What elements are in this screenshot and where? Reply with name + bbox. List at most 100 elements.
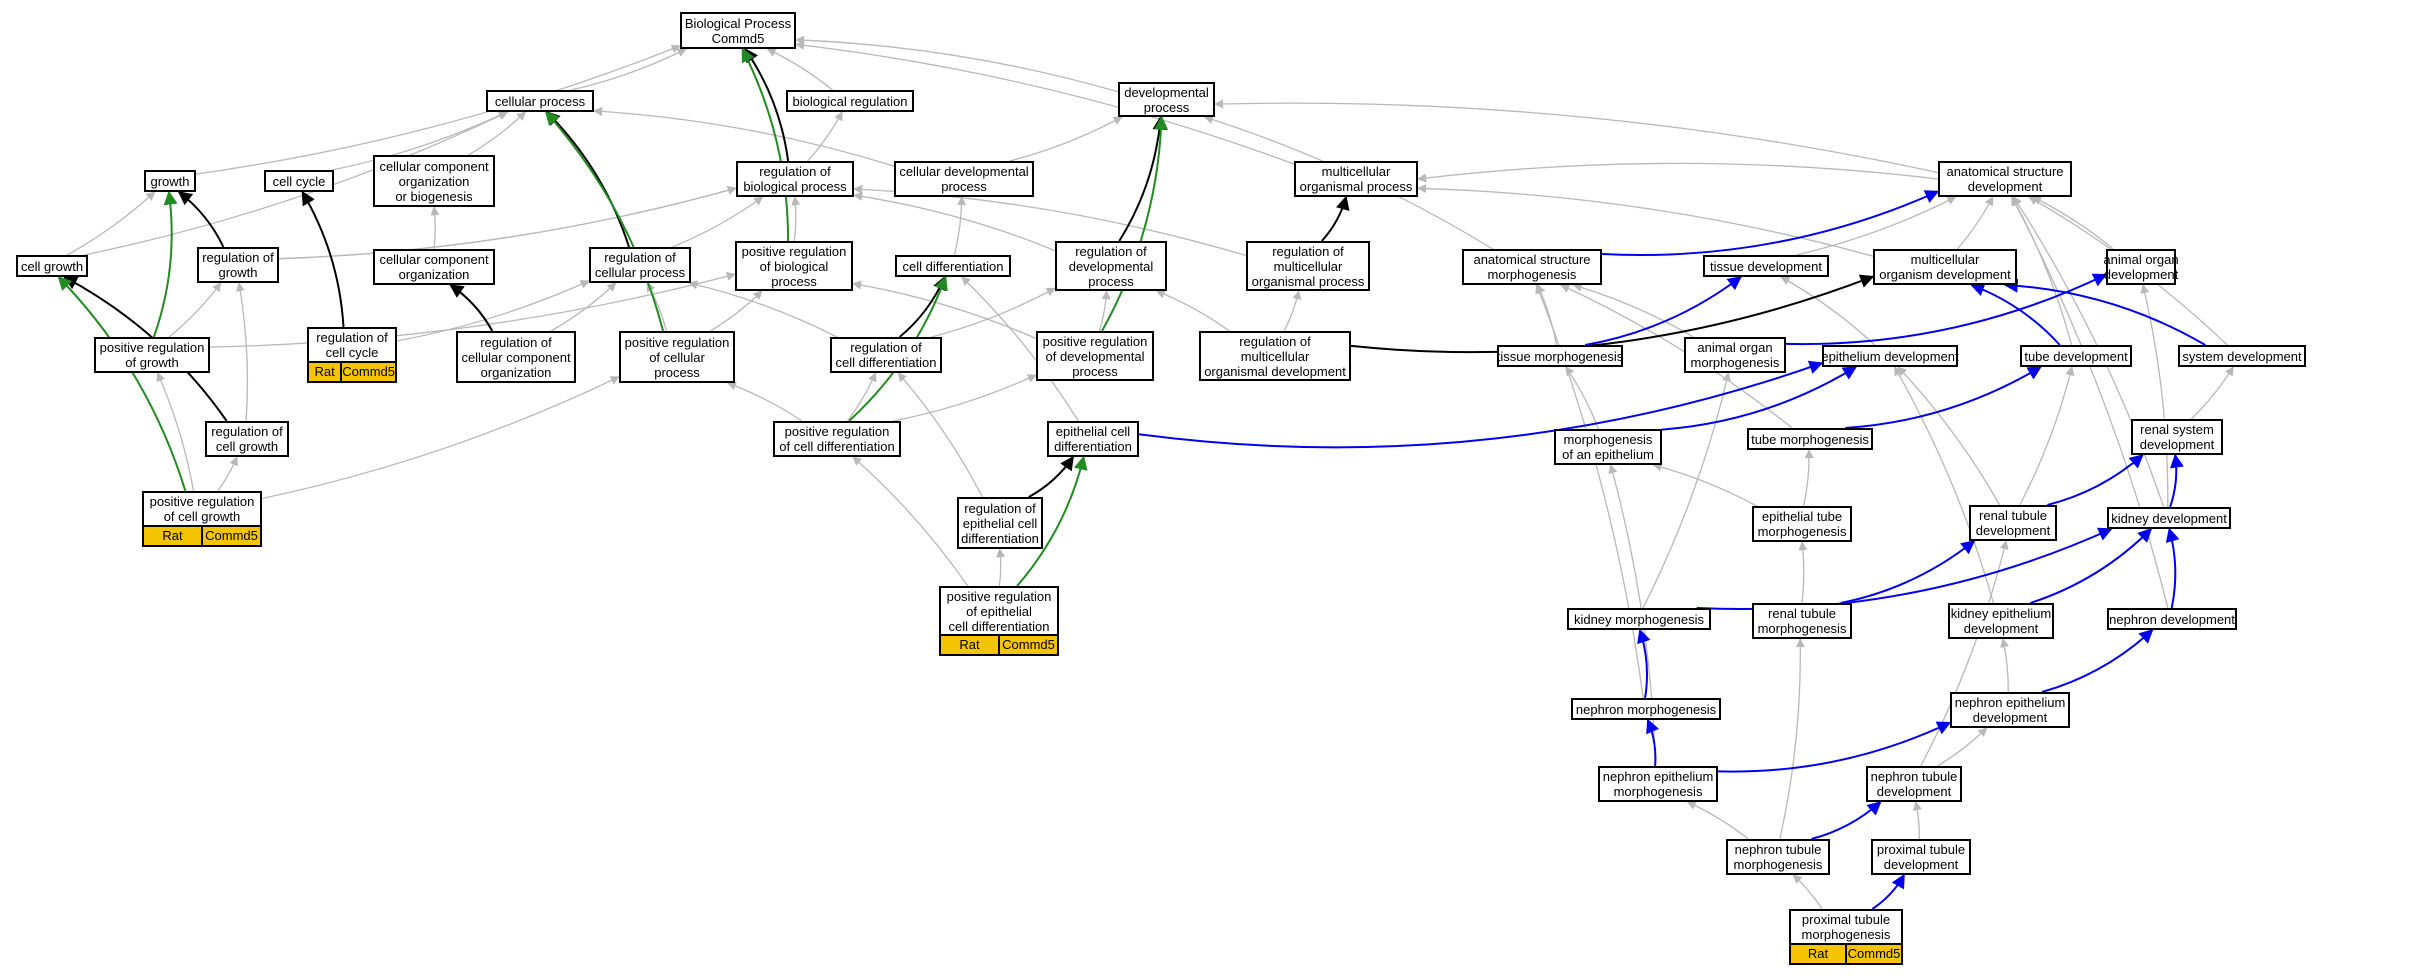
term-node-pos-reg-growth[interactable]: positive regulation of growth	[94, 337, 210, 373]
term-node-nephron-tubule-morph[interactable]: nephron tubule morphogenesis	[1726, 839, 1830, 875]
edge-is-a-nephron-morph-to-anat-struct-morph	[1535, 284, 1644, 699]
term-node-reg-cell-diff[interactable]: regulation of cell differentiation	[830, 337, 942, 373]
term-node-kidney-epith-dev[interactable]: kidney epithelium development	[1948, 603, 2054, 639]
term-node-reg-cco[interactable]: regulation of cellular component organiz…	[456, 331, 576, 383]
edge-is-a-cell-growth-to-cellular-process	[84, 111, 509, 256]
edge-is-a-pos-reg-cell-growth-to-reg-cell-growth	[217, 456, 238, 492]
annotation-species: Rat	[162, 528, 183, 543]
term-node-nephron-epith-morph[interactable]: nephron epithelium morphogenesis	[1598, 766, 1718, 802]
edge-is-a-reg-multicell-org-proc-to-reg-bio-proc	[853, 184, 1247, 257]
term-node-epith-dev[interactable]: epithelium development	[1821, 345, 1959, 367]
edge-is-a-reg-multicell-org-dev-to-reg-dev-proc	[1155, 289, 1230, 332]
term-node-nephron-morph[interactable]: nephron morphogenesis	[1571, 698, 1721, 720]
term-node-morph-epith[interactable]: morphogenesis of an epithelium	[1554, 429, 1662, 465]
edge-is-a-pos-reg-dev-proc-to-pos-reg-bio-proc	[852, 280, 1037, 339]
edge-is-a-biological-regulation-to-bp	[766, 48, 833, 91]
term-node-reg-growth[interactable]: regulation of growth	[197, 247, 279, 283]
term-node-reg-epith-cell-diff[interactable]: regulation of epithelial cell differenti…	[957, 497, 1043, 549]
term-node-nephron-dev[interactable]: nephron development	[2107, 608, 2237, 630]
annotation-species: Rat	[314, 364, 335, 379]
term-node-cellular-process[interactable]: cellular process	[486, 90, 594, 112]
term-node-prox-tubule-morph[interactable]: proximal tubule morphogenesis	[1789, 909, 1903, 945]
edge-is-a-anat-struct-dev-to-developmental-process	[1214, 99, 1939, 174]
term-node-developmental-process[interactable]: developmental process	[1118, 82, 1215, 117]
term-node-anat-struct-dev[interactable]: anatomical structure development	[1938, 161, 2072, 197]
edge-is-a-epith-cell-diff-to-cell-diff	[961, 276, 1079, 422]
edge-is-a-kidney-epith-dev-to-epith-dev	[1894, 366, 1995, 604]
term-node-pos-reg-cell-proc[interactable]: positive regulation of cellular process	[619, 331, 735, 383]
term-node-cell-dev-proc[interactable]: cellular developmental process	[894, 161, 1034, 197]
edge-positively-regulates-pos-reg-cell-growth-to-cell-growth	[57, 275, 187, 492]
term-node-renal-tubule-morph[interactable]: renal tubule morphogenesis	[1752, 603, 1852, 639]
edge-is-a-reg-bio-proc-to-biological-regulation	[807, 111, 843, 162]
term-node-reg-multicell-org-dev[interactable]: regulation of multicellular organismal d…	[1199, 331, 1351, 381]
edge-part-of-renal-tubule-dev-to-renal-sys-dev	[2047, 454, 2144, 506]
edge-is-a-renal-tubule-dev-to-tube-dev	[2019, 366, 2075, 506]
term-node-kidney-dev[interactable]: kidney development	[2107, 507, 2231, 529]
term-node-reg-cell-proc[interactable]: regulation of cellular process	[589, 247, 691, 283]
term-node-animal-organ-morph[interactable]: animal organ morphogenesis	[1684, 337, 1786, 373]
term-node-prox-tubule-dev[interactable]: proximal tubule development	[1871, 839, 1971, 875]
edge-positively-regulates-pos-reg-bio-proc-to-bp	[741, 47, 790, 242]
edge-regulates-reg-cco-to-cco	[449, 284, 494, 332]
term-node-renal-tubule-dev[interactable]: renal tubule development	[1969, 505, 2057, 541]
term-node-ccob[interactable]: cellular component organization or bioge…	[373, 155, 495, 207]
edge-is-a-pos-reg-dev-proc-to-reg-dev-proc	[1098, 290, 1111, 332]
term-node-tissue-morph[interactable]: tissue morphogenesis	[1497, 345, 1623, 367]
edge-is-a-developmental-process-to-bp	[795, 35, 1119, 93]
term-node-bp[interactable]: Biological Process Commd5	[680, 12, 796, 49]
term-node-reg-cell-cycle[interactable]: regulation of cell cycle	[307, 327, 397, 363]
edge-is-a-cell-growth-to-growth	[66, 191, 156, 256]
edge-is-a-multicell-org-proc-to-bp	[795, 40, 1295, 165]
term-node-anat-struct-morph[interactable]: anatomical structure morphogenesis	[1462, 249, 1602, 285]
edge-is-a-reg-epith-cell-diff-to-reg-cell-diff	[897, 372, 983, 498]
edge-is-a-tissue-dev-to-anat-struct-dev	[1796, 196, 1957, 256]
edge-is-a-reg-cell-cycle-to-reg-cell-proc	[396, 280, 590, 342]
term-node-nephron-epith-dev[interactable]: nephron epithelium development	[1950, 692, 2070, 728]
term-node-reg-bio-proc[interactable]: regulation of biological process	[736, 161, 854, 197]
term-node-pos-reg-cell-diff[interactable]: positive regulation of cell differentiat…	[773, 421, 901, 457]
term-node-growth[interactable]: growth	[144, 170, 196, 192]
term-node-epith-cell-diff[interactable]: epithelial cell differentiation	[1047, 421, 1139, 457]
term-node-reg-dev-proc[interactable]: regulation of developmental process	[1055, 241, 1167, 291]
edge-is-a-reg-cell-diff-to-reg-cell-proc	[688, 280, 838, 338]
term-node-reg-cell-growth[interactable]: regulation of cell growth	[205, 421, 289, 457]
term-node-cell-growth[interactable]: cell growth	[16, 255, 88, 277]
edge-is-a-growth-to-bp	[195, 44, 681, 175]
term-node-cell-cycle[interactable]: cell cycle	[264, 170, 334, 192]
term-node-kidney-morph[interactable]: kidney morphogenesis	[1567, 608, 1711, 630]
term-node-cell-diff[interactable]: cell differentiation	[895, 255, 1011, 277]
term-node-tube-morph[interactable]: tube morphogenesis	[1747, 428, 1873, 450]
edge-is-a-multicell-org-dev-to-anat-struct-dev	[1956, 196, 1994, 250]
edge-is-a-prox-tubule-morph-to-nephron-tubule-morph	[1792, 874, 1823, 910]
annotation-gene: Commd5	[998, 636, 1057, 654]
edge-is-a-pos-reg-growth-to-pos-reg-bio-proc	[209, 271, 736, 348]
term-node-animal-organ-dev[interactable]: animal organ development	[2103, 249, 2179, 285]
edge-regulates-reg-cell-cycle-to-cell-cycle	[301, 190, 345, 328]
term-node-pos-reg-dev-proc[interactable]: positive regulation of developmental pro…	[1036, 331, 1154, 381]
term-node-pos-reg-cell-growth[interactable]: positive regulation of cell growth	[142, 491, 262, 527]
term-node-tissue-dev[interactable]: tissue development	[1703, 255, 1829, 277]
term-node-tube-dev[interactable]: tube development	[2020, 345, 2132, 367]
term-node-multicell-org-dev[interactable]: multicellular organism development	[1873, 249, 2017, 285]
term-node-multicell-org-proc[interactable]: multicellular organismal process	[1294, 161, 1418, 197]
term-node-cco[interactable]: cellular component organization	[373, 249, 495, 285]
term-node-nephron-tubule-dev[interactable]: nephron tubule development	[1866, 766, 1962, 802]
term-node-epith-tube-morph[interactable]: epithelial tube morphogenesis	[1752, 506, 1852, 542]
term-node-pos-reg-epith-cell-diff[interactable]: positive regulation of epithelial cell d…	[939, 586, 1059, 636]
term-node-system-dev[interactable]: system development	[2178, 345, 2306, 367]
edge-is-a-cell-dev-proc-to-developmental-process	[1009, 116, 1123, 162]
edge-is-a-epith-tube-morph-to-tube-morph	[1803, 449, 1814, 507]
edge-part-of-tissue-morph-to-tissue-dev	[1585, 276, 1742, 346]
edge-is-a-nephron-tubule-morph-to-nephron-epith-morph	[1686, 801, 1749, 840]
term-node-reg-multicell-org-proc[interactable]: regulation of multicellular organismal p…	[1246, 241, 1370, 291]
term-node-renal-sys-dev[interactable]: renal system development	[2131, 419, 2223, 455]
term-node-pos-reg-bio-proc[interactable]: positive regulation of biological proces…	[735, 241, 853, 291]
term-node-biological-regulation[interactable]: biological regulation	[786, 90, 914, 112]
